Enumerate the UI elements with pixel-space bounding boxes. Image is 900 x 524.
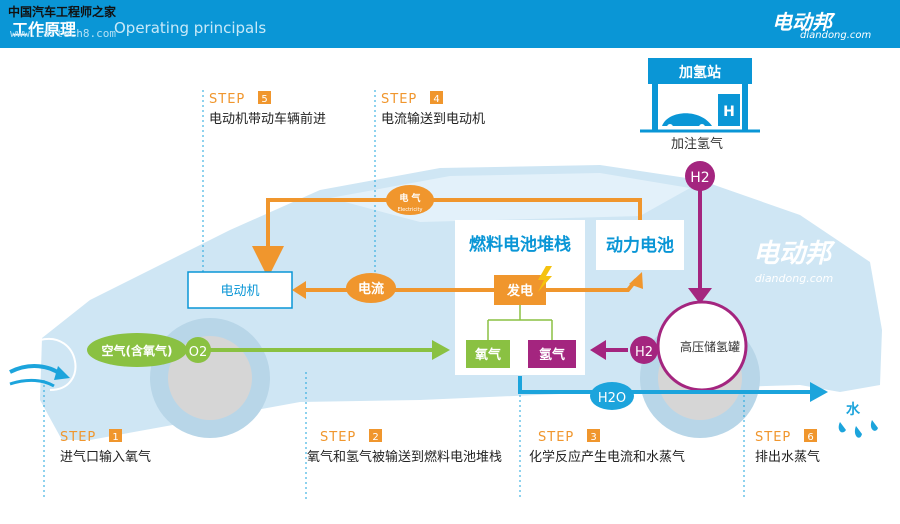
watermark-site-name: 中国汽车工程师之家 bbox=[8, 5, 117, 19]
page-subtitle: Operating principals bbox=[114, 19, 267, 37]
step-number-badge bbox=[804, 429, 817, 442]
h2o-label: H2O bbox=[598, 391, 626, 406]
battery-label: 动力电池 bbox=[606, 235, 674, 256]
step-2: STEP 2 氧气和氢气被输送到燃料电池堆栈 bbox=[307, 429, 502, 465]
o2-flow-arrowhead bbox=[432, 340, 450, 360]
electricity-path bbox=[252, 198, 642, 278]
charge-arrowhead bbox=[629, 272, 643, 289]
generator-box bbox=[494, 275, 546, 305]
brand-logo: 电动邦 bbox=[772, 10, 832, 34]
hydrogen-label: 氢气 bbox=[539, 347, 565, 363]
step-word: STEP bbox=[209, 92, 245, 107]
step-word: STEP bbox=[60, 430, 96, 445]
air-badge bbox=[87, 333, 187, 367]
oxygen-label: 氧气 bbox=[474, 347, 501, 363]
station-pump-label: H bbox=[723, 104, 735, 120]
h2-tank-badge bbox=[630, 336, 658, 364]
water-drop-icon bbox=[854, 426, 862, 438]
step-4: STEP 4 电流输送到电动机 bbox=[381, 91, 485, 127]
h2-station-badge bbox=[685, 161, 715, 191]
step-6: STEP 6 排出水蒸气 bbox=[755, 429, 820, 465]
step-number-badge bbox=[258, 91, 271, 104]
h2-station-label: H2 bbox=[690, 170, 709, 186]
step-text: 化学反应产生电流和水蒸气 bbox=[529, 449, 685, 465]
station-caption: 加注氢气 bbox=[671, 136, 723, 152]
oxygen-box bbox=[466, 340, 510, 368]
air-intake-arrowhead bbox=[54, 366, 70, 380]
step-number: 6 bbox=[807, 432, 813, 443]
generator-label: 发电 bbox=[506, 283, 533, 299]
motor-label: 电动机 bbox=[220, 284, 259, 299]
h2-tank-label: H2 bbox=[635, 345, 653, 360]
step-number: 3 bbox=[590, 432, 596, 443]
step-word: STEP bbox=[320, 430, 356, 445]
battery-box bbox=[596, 220, 684, 270]
h2o-badge bbox=[590, 382, 634, 410]
o2-label: O2 bbox=[189, 345, 208, 360]
electricity-label-en: Electricity bbox=[398, 207, 423, 213]
station-sign bbox=[648, 58, 752, 84]
current-arrowhead bbox=[292, 281, 306, 299]
step-number: 1 bbox=[112, 432, 118, 443]
step-5: STEP 5 电动机带动车辆前进 bbox=[209, 91, 326, 127]
h2o-exhaust-arrowhead bbox=[810, 382, 828, 402]
air-intake-arrow-2 bbox=[9, 378, 55, 388]
step-guide-lines bbox=[43, 90, 745, 500]
stack-title: 燃料电池堆栈 bbox=[469, 234, 571, 255]
step-text: 电动机带动车辆前进 bbox=[209, 111, 326, 127]
step-word: STEP bbox=[538, 430, 574, 445]
motor-box bbox=[187, 271, 293, 309]
station-car-icon bbox=[662, 113, 712, 126]
station-sign-text: 加氢站 bbox=[678, 64, 721, 81]
current-label: 电流 bbox=[358, 281, 384, 297]
step-number-badge bbox=[430, 91, 443, 104]
station-car-wheel bbox=[667, 124, 673, 130]
station-car-wheel bbox=[699, 124, 705, 130]
step-number: 2 bbox=[372, 432, 378, 443]
reaction-connector bbox=[487, 305, 553, 340]
air-label: 空气(含氧气) bbox=[102, 343, 173, 358]
station-pump bbox=[718, 94, 740, 126]
watermark-mid-url: diandong.com bbox=[755, 272, 833, 285]
water-drop-icon bbox=[870, 420, 878, 431]
step-3: STEP 3 化学反应产生电流和水蒸气 bbox=[529, 429, 685, 465]
electricity-badge bbox=[386, 185, 434, 215]
header-bar bbox=[0, 0, 900, 48]
step-text: 排出水蒸气 bbox=[755, 449, 820, 465]
step-number-badge bbox=[109, 429, 122, 442]
front-grille bbox=[39, 337, 77, 391]
o2-badge bbox=[185, 337, 211, 363]
water-drop-icon bbox=[838, 422, 846, 433]
water-label: 水 bbox=[846, 401, 861, 418]
page-title: 工作原理 bbox=[12, 20, 77, 39]
brand-url: diandong.com bbox=[800, 30, 872, 41]
station-pillar-right bbox=[742, 84, 748, 130]
step-text: 电流输送到电动机 bbox=[381, 111, 485, 127]
step-word: STEP bbox=[381, 92, 417, 107]
step-word: STEP bbox=[755, 430, 791, 445]
step-text: 进气口输入氧气 bbox=[60, 449, 151, 465]
h2-supply-arrowhead bbox=[688, 288, 712, 304]
watermark-url: www.cartech8.com bbox=[10, 27, 116, 40]
step-number: 4 bbox=[433, 94, 439, 105]
step-number-badge bbox=[587, 429, 600, 442]
step-number: 5 bbox=[261, 94, 267, 105]
tank-label: 高压储氢罐 bbox=[680, 339, 740, 354]
h2o-exhaust-line bbox=[518, 376, 812, 394]
lightning-icon bbox=[538, 266, 552, 292]
watermark-mid-logo: 电动邦 bbox=[753, 239, 836, 269]
step-1: STEP 1 进气口输入氧气 bbox=[60, 429, 151, 465]
hydrogen-box bbox=[528, 340, 576, 368]
step-number-badge bbox=[369, 429, 382, 442]
station-pillar-left bbox=[652, 84, 658, 130]
h2-tank-arrowhead bbox=[590, 340, 606, 360]
electricity-label-cn: 电 气 bbox=[399, 192, 420, 204]
step-text: 氧气和氢气被输送到燃料电池堆栈 bbox=[307, 449, 502, 465]
current-badge bbox=[346, 273, 396, 303]
